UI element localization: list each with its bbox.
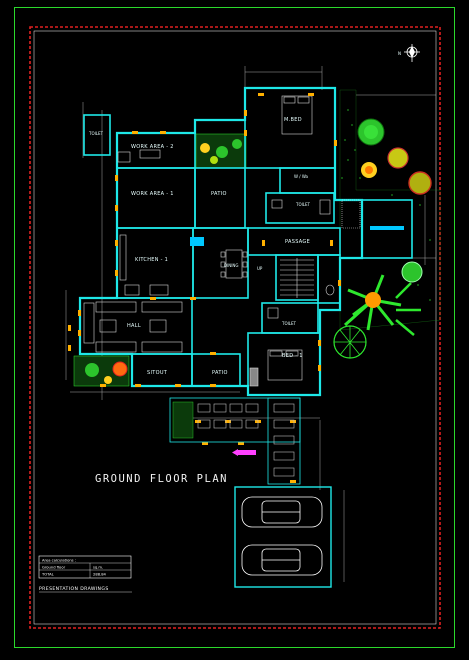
room-label-toilet-top: TOILET	[88, 131, 104, 136]
stair-label-up: UP	[257, 266, 263, 271]
room-label-dining: DINING	[224, 263, 239, 268]
area-row2-label: TOTAL	[41, 573, 55, 577]
pool-water	[370, 226, 404, 230]
staircase-icon	[280, 258, 314, 298]
bed-icon	[281, 95, 313, 135]
room-label-work-area-1: WORK AREA - 1	[131, 191, 174, 197]
area-row1-value: sq.m.	[93, 566, 103, 570]
room-label-wash: W / Wa	[294, 174, 309, 179]
tree-icon	[401, 261, 423, 283]
building-outline	[78, 86, 364, 397]
tree-icon	[361, 162, 377, 178]
dining-table-icon	[220, 249, 248, 279]
tree-icon	[387, 147, 409, 169]
car-icon	[241, 496, 323, 528]
area-row2-value: 288.84	[93, 573, 107, 577]
driveway	[169, 397, 301, 485]
outer-border-frame	[14, 7, 455, 648]
landscape-garden	[333, 89, 441, 359]
room-label-patio-lower: PATIO	[212, 370, 228, 376]
tree-icon	[408, 171, 432, 195]
room-label-kitchen: KITCHEN - 1	[135, 257, 168, 263]
room-label-patio-upper: PATIO	[211, 191, 227, 197]
room-label-hall: HALL	[127, 323, 141, 329]
kitchen-sink-marker	[190, 237, 204, 246]
car-porch	[234, 486, 332, 588]
room-label-master-bed: M.BED	[284, 117, 302, 123]
sofa-icon	[83, 301, 183, 353]
drawing-title: GROUND FLOOR PLAN	[95, 473, 228, 485]
dimension-lines	[65, 66, 436, 582]
room-label-bed-1: BED - 1	[282, 353, 303, 359]
car-icon	[241, 544, 323, 576]
shower-area	[341, 199, 361, 229]
room-label-sitout: SITOUT	[147, 370, 168, 376]
compass-icon: N	[398, 44, 420, 62]
room-label-toilet-mid: TOILET	[295, 202, 311, 207]
area-calculation-box: Area calculations : Ground floor sq.m. T…	[38, 555, 132, 579]
area-heading: Area calculations :	[42, 559, 76, 563]
room-label-passage: PASSAGE	[285, 239, 310, 245]
entrance-garden	[73, 355, 130, 387]
tree-icon	[344, 274, 402, 331]
compass-north-label: N	[398, 51, 401, 56]
courtyard-garden	[195, 133, 247, 169]
room-label-toilet-lower: TOILET	[281, 321, 297, 326]
presentation-drawings-label: PRESENTATION DRAWINGS	[39, 586, 109, 592]
furniture	[83, 95, 335, 387]
inner-dashed-frame	[29, 26, 441, 629]
entry-arrow-marker	[238, 450, 256, 455]
area-row1-label: Ground floor	[42, 566, 66, 570]
wc-icon	[325, 284, 335, 296]
room-label-work-area-2: WORK AREA - 2	[131, 144, 174, 150]
bed-icon	[267, 349, 303, 381]
inner-thin-frame	[33, 30, 437, 625]
tree-icon	[357, 118, 385, 146]
